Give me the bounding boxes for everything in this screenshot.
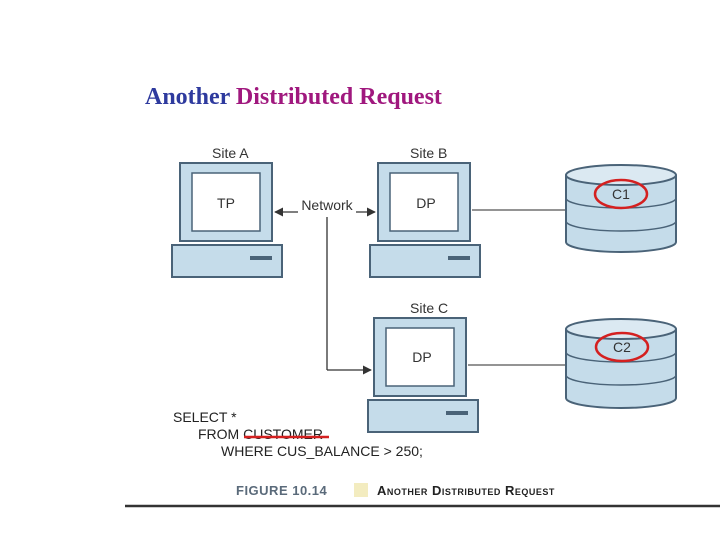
db-c2-label: C2: [613, 339, 631, 355]
c2-highlight-circle: [594, 331, 650, 363]
figure-number: FIGURE 10.14: [236, 483, 328, 498]
database-c2-icon: C2: [565, 318, 677, 409]
database-c1-icon: C1: [565, 164, 677, 253]
title-part-another: Another: [145, 84, 230, 110]
network-label: Network: [301, 197, 353, 213]
network-connector: Network: [274, 197, 376, 375]
sql-line-where: WHERE CUS_BALANCE > 250;: [221, 443, 423, 459]
site-a-computer: TP: [171, 162, 283, 278]
site-c-process-label: DP: [412, 349, 431, 365]
figure-title: Another Distributed Request: [377, 483, 555, 498]
c1-highlight-circle: [593, 178, 649, 210]
site-c-label: Site C: [410, 300, 448, 316]
site-a-process-label: TP: [217, 195, 235, 211]
site-b-process-label: DP: [416, 195, 435, 211]
site-b-label: Site B: [410, 145, 447, 161]
site-c-computer: DP: [367, 317, 479, 433]
title-part-distributed-request: Distributed Request: [235, 84, 442, 110]
sql-line-from: FROM CUSTOMER: [198, 426, 323, 442]
site-a-label: Site A: [212, 145, 249, 161]
site-b-computer: DP: [369, 162, 481, 278]
sql-line-select: SELECT *: [173, 409, 237, 425]
db-c1-label: C1: [612, 186, 630, 202]
slide-title: Another Distributed Request: [145, 84, 442, 111]
sql-statement: SELECT * FROM CUSTOMER WHERE CUS_BALANCE…: [173, 409, 423, 459]
caption-square: [354, 483, 368, 497]
